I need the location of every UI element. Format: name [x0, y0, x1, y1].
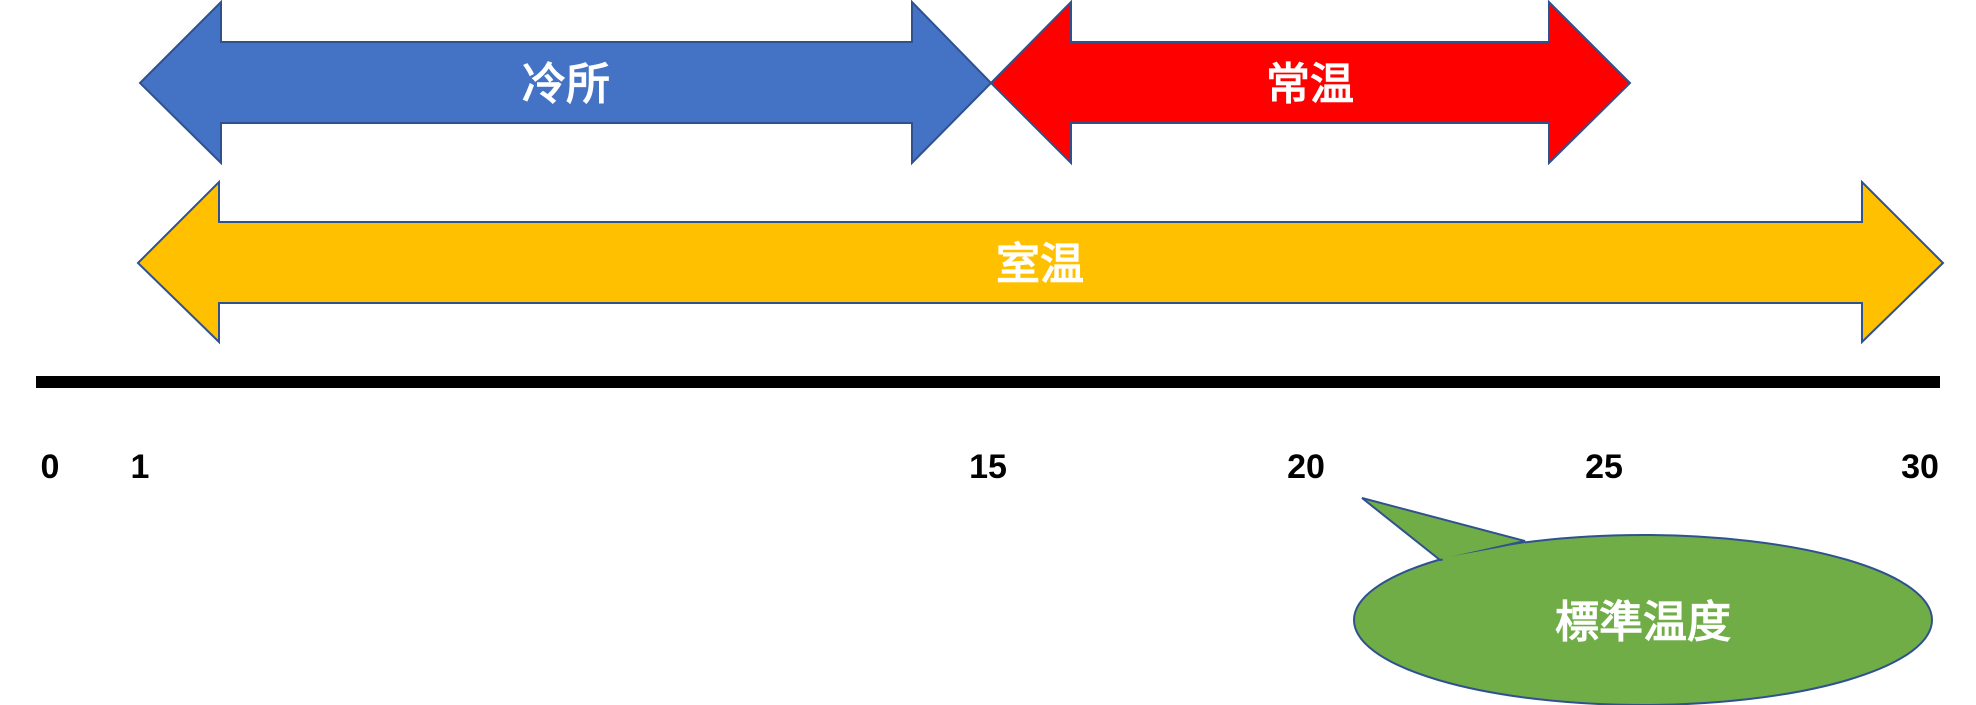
arrow-room [136, 179, 1945, 345]
callout-bubble: 標準温度 [1353, 497, 1933, 705]
tick-label: 30 [1901, 448, 1939, 486]
arrow-cold-label: 冷所 [522, 59, 610, 110]
arrow-normal [989, 0, 1632, 166]
tick-label: 0 [41, 448, 60, 486]
callout-label: 標準温度 [1555, 597, 1731, 648]
arrow-room-label: 室温 [996, 239, 1084, 290]
axis-line [36, 376, 1940, 388]
tick-label: 25 [1585, 448, 1623, 486]
tick-label: 15 [969, 448, 1007, 486]
tick-label: 1 [131, 448, 150, 486]
arrow-normal-label: 常温 [1266, 59, 1354, 110]
tick-label: 20 [1287, 448, 1325, 486]
